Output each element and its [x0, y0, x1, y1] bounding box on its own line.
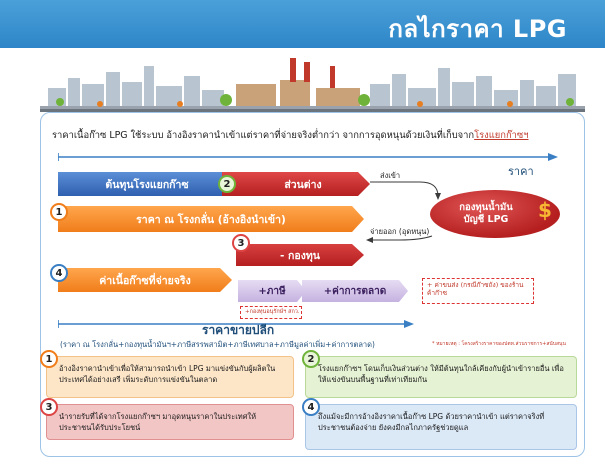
oil-fund-oval: กองทุนน้ำมัน บัญชี LPG: [430, 190, 560, 238]
dollar-icon: $: [538, 198, 552, 222]
retail-price-title: ราคาขายปลีก: [202, 323, 275, 337]
step-1-badge: 1: [50, 203, 68, 221]
transport-cost-note: + ค่าขนส่ง (กรณีก๊าซถัง) ของร้านค้าก๊าซ: [422, 278, 534, 304]
city-skyline-illustration: [40, 58, 585, 112]
intro-highlight: โรงแยกก๊าซฯ: [474, 130, 529, 141]
step-2-badge: 2: [218, 175, 236, 193]
info-box-4: ถึงแม้จะมีการอ้างอิงราคาเนื้อก๊าซ LPG ด้…: [305, 404, 577, 450]
info-badge-4: 4: [302, 398, 320, 416]
info-badge-3: 3: [40, 398, 58, 416]
price-axis-arrow: [58, 153, 558, 161]
step-4-badge: 4: [50, 264, 68, 282]
page-title: กลไกราคา LPG: [388, 15, 567, 43]
fund-line-1: กองทุนน้ำมัน: [459, 202, 513, 214]
info-badge-2: 2: [302, 350, 320, 368]
conservation-fund-note: +กองทุนอนุรักษ์ฯ สกว.: [240, 306, 302, 319]
refinery-price-bar: ราคา ณ โรงกลั่น (อ้างอิงนำเข้า): [58, 206, 364, 232]
fund-line-2: บัญชี LPG: [463, 214, 509, 225]
price-axis-label: ราคา: [508, 165, 534, 178]
intro-main: ราคาเนื้อก๊าซ LPG ใช้ระบบ อ้างอิงราคานำเ…: [52, 130, 475, 141]
retail-footnote: * หมายเหตุ : โครงสร้างราคาของปตท.ส่วนราช…: [432, 341, 566, 347]
retail-price-arrow: [58, 320, 414, 328]
step-3-badge: 3: [232, 234, 250, 252]
fund-flow-arrows: [366, 181, 441, 243]
send-in-label: ส่งเข้า: [380, 171, 401, 180]
tax-addition: +ภาษี: [238, 280, 306, 302]
info-box-2: โรงแยกก๊าซฯ โดนเก็บเงินส่วนต่าง ให้มีต้น…: [305, 356, 577, 398]
info-box-1: อ้างอิงราคานำเข้าเพื่อให้สามารถนำเข้า LP…: [46, 356, 294, 398]
actual-gas-price-bar: ค่าเนื้อก๊าซที่จ่ายจริง: [58, 268, 232, 292]
marketing-margin-addition: +ค่าการตลาด: [302, 280, 408, 302]
fund-deduction-bar: - กองทุน: [236, 244, 364, 266]
refinery-cost-bar: ต้นทุนโรงแยกก๊าซ: [58, 172, 236, 196]
retail-price-formula: (ราคา ณ โรงกลั่น+กองทุนน้ำมันฯ+ภาษีสรรพส…: [60, 340, 375, 349]
intro-text: ราคาเนื้อก๊าซ LPG ใช้ระบบ อ้างอิงราคานำเ…: [52, 128, 582, 143]
info-box-3: นำรายรับที่ได้จากโรงแยกก๊าซฯ มาอุดหนุนรา…: [46, 404, 294, 440]
info-badge-1: 1: [40, 350, 58, 368]
title-bar: กลไกราคา LPG: [0, 0, 605, 48]
difference-bar: ส่วนต่าง: [222, 172, 370, 196]
pay-out-label: จ่ายออก (อุดหนุน): [370, 227, 430, 236]
